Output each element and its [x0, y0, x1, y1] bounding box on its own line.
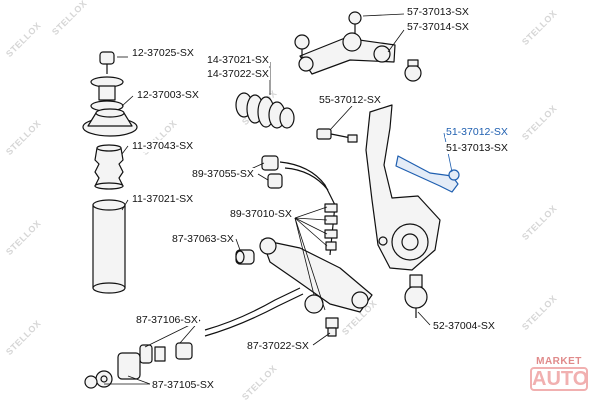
stabilizer-link-part [324, 203, 338, 251]
lower-ball-joint-part [404, 274, 428, 318]
part-label: 14-37021-SX [206, 54, 270, 66]
part-label: 12-37003-SX [136, 89, 200, 101]
brand-logo-top: MARKET [536, 356, 582, 367]
upper-control-arm-part [294, 11, 396, 75]
steering-boot-part [235, 92, 295, 129]
lower-rod-part [204, 287, 304, 337]
part-label: 11-37021-SX [131, 193, 195, 205]
rod-bushing-part [139, 342, 193, 364]
part-label-highlighted: 51-37012-SX [445, 126, 509, 138]
part-label: 89-37010-SX [229, 208, 293, 220]
part-label: 55-37012-SX [318, 94, 382, 106]
part-label: 87-37105-SX [151, 379, 215, 391]
rod-nut-part [84, 352, 141, 389]
part-label: 87-37106-SX [135, 314, 199, 326]
strut-mount-part [82, 108, 138, 137]
lower-arm-bushing-part [235, 249, 255, 265]
part-label: 89-37055-SX [191, 168, 255, 180]
stabilizer-bushing-part [261, 155, 283, 189]
leader-lines [104, 13, 453, 385]
part-label: 11-37043-SX [131, 140, 195, 152]
dust-boot-part [92, 199, 126, 294]
part-label: 57-37014-SX [406, 21, 470, 33]
part-label: 87-37022-SX [246, 340, 310, 352]
stabilizer-bar-part [279, 161, 336, 256]
bump-stop-part [94, 144, 124, 190]
steering-knuckle-part [365, 104, 441, 271]
lower-control-arm-part [259, 237, 373, 314]
brand-logo-bottom: AUTO [530, 367, 589, 391]
part-label: 52-37004-SX [432, 320, 496, 332]
upper-ball-joint-part [404, 59, 422, 82]
part-label: 12-37025-SX [131, 47, 195, 59]
inner-tie-rod-part [316, 128, 358, 143]
tie-rod-end-part [395, 155, 460, 193]
part-label: 51-37013-SX [445, 142, 509, 154]
part-label: 57-37013-SX [406, 6, 470, 18]
part-label: 14-37022-SX [206, 68, 270, 80]
lower-arm-bolt-part [325, 317, 339, 337]
brand-logo: MARKET AUTO [524, 356, 594, 396]
strut-mount-bolt-part [90, 51, 124, 112]
part-label: 87-37063-SX [171, 233, 235, 245]
